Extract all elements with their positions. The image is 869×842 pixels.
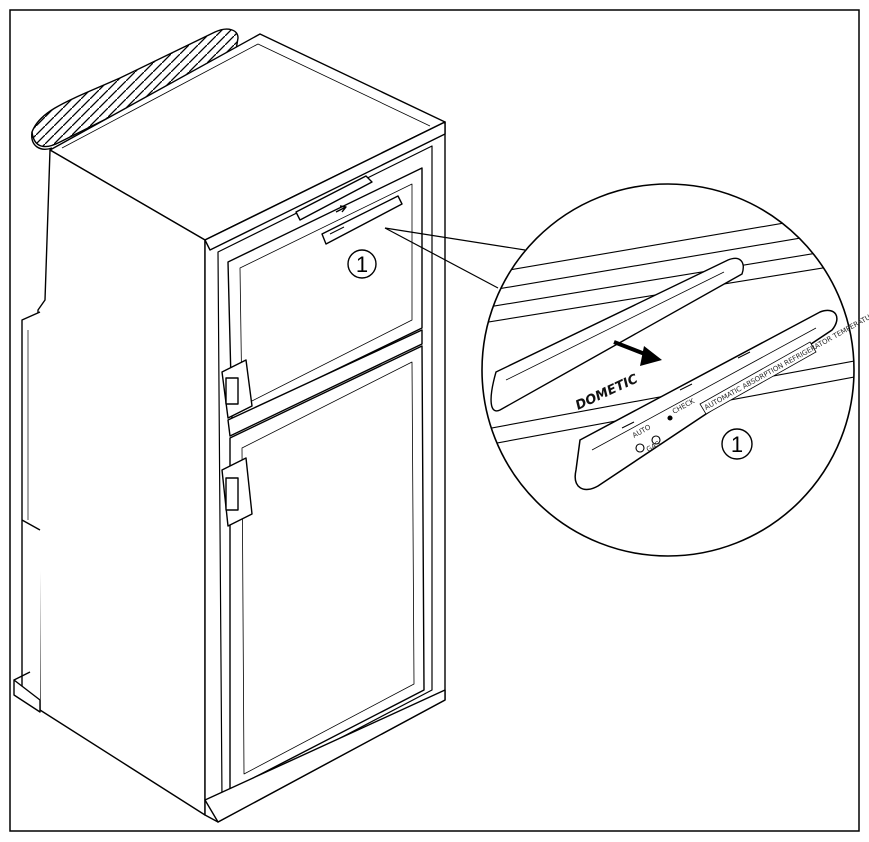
cabinet-side [37, 149, 206, 816]
fridge-door [229, 345, 425, 791]
callout-large: 1 [721, 428, 753, 460]
figure-border [9, 9, 860, 832]
callout-small: 1 [347, 249, 377, 279]
magnified-detail: DOMETIC AUTOMATIC ABSORPTION REFRIGERATO… [481, 183, 869, 557]
refrigerator [13, 28, 446, 823]
hinge-lower [221, 457, 253, 527]
door-handle-recess [490, 257, 744, 412]
top-handle-slot [295, 175, 373, 221]
svg-text:1: 1 [731, 432, 743, 457]
arrow-right-icon [613, 340, 662, 366]
zoom-connector [384, 227, 526, 289]
svg-text:1: 1 [356, 252, 368, 277]
hinge-upper [221, 359, 253, 419]
top-vent-grille [31, 28, 239, 148]
control-panel-small [321, 195, 403, 245]
